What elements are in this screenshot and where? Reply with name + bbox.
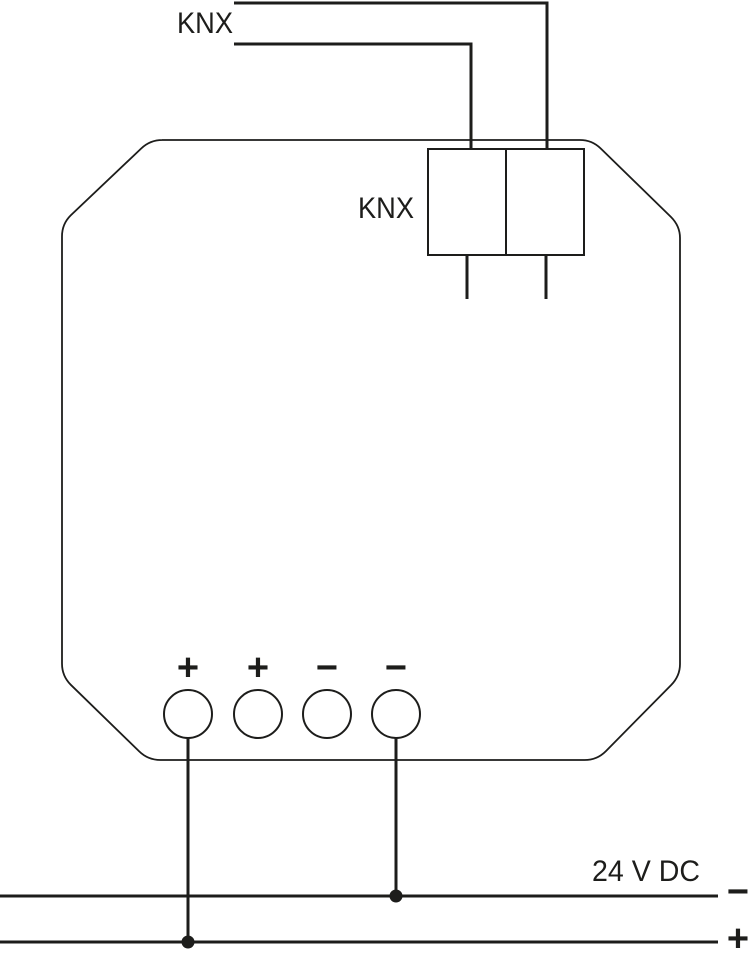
junction-dot-minus [389,889,403,903]
terminal-circle-plus-2 [233,689,283,739]
knx-bus-wire-upper [234,1,549,149]
knx-terminal-label: KNX [358,192,414,225]
device-outline [61,139,681,761]
terminal-label-plus-1: + [177,647,199,689]
terminal-circle-minus-2 [371,689,421,739]
terminal-circle-plus-1 [163,689,213,739]
knx-bus-label: KNX [177,7,233,40]
power-supply-label: 24 V DC [592,855,700,888]
rail-sign-minus: − [727,871,749,913]
knx-bus-wire-lower [234,42,473,149]
terminal-label-plus-2: + [247,647,269,689]
junction-dot-plus [181,935,195,949]
rail-sign-plus: + [727,918,749,960]
terminal-label-minus-1: − [316,647,338,689]
terminal-label-minus-2: − [385,647,407,689]
terminal-circle-minus-1 [302,689,352,739]
